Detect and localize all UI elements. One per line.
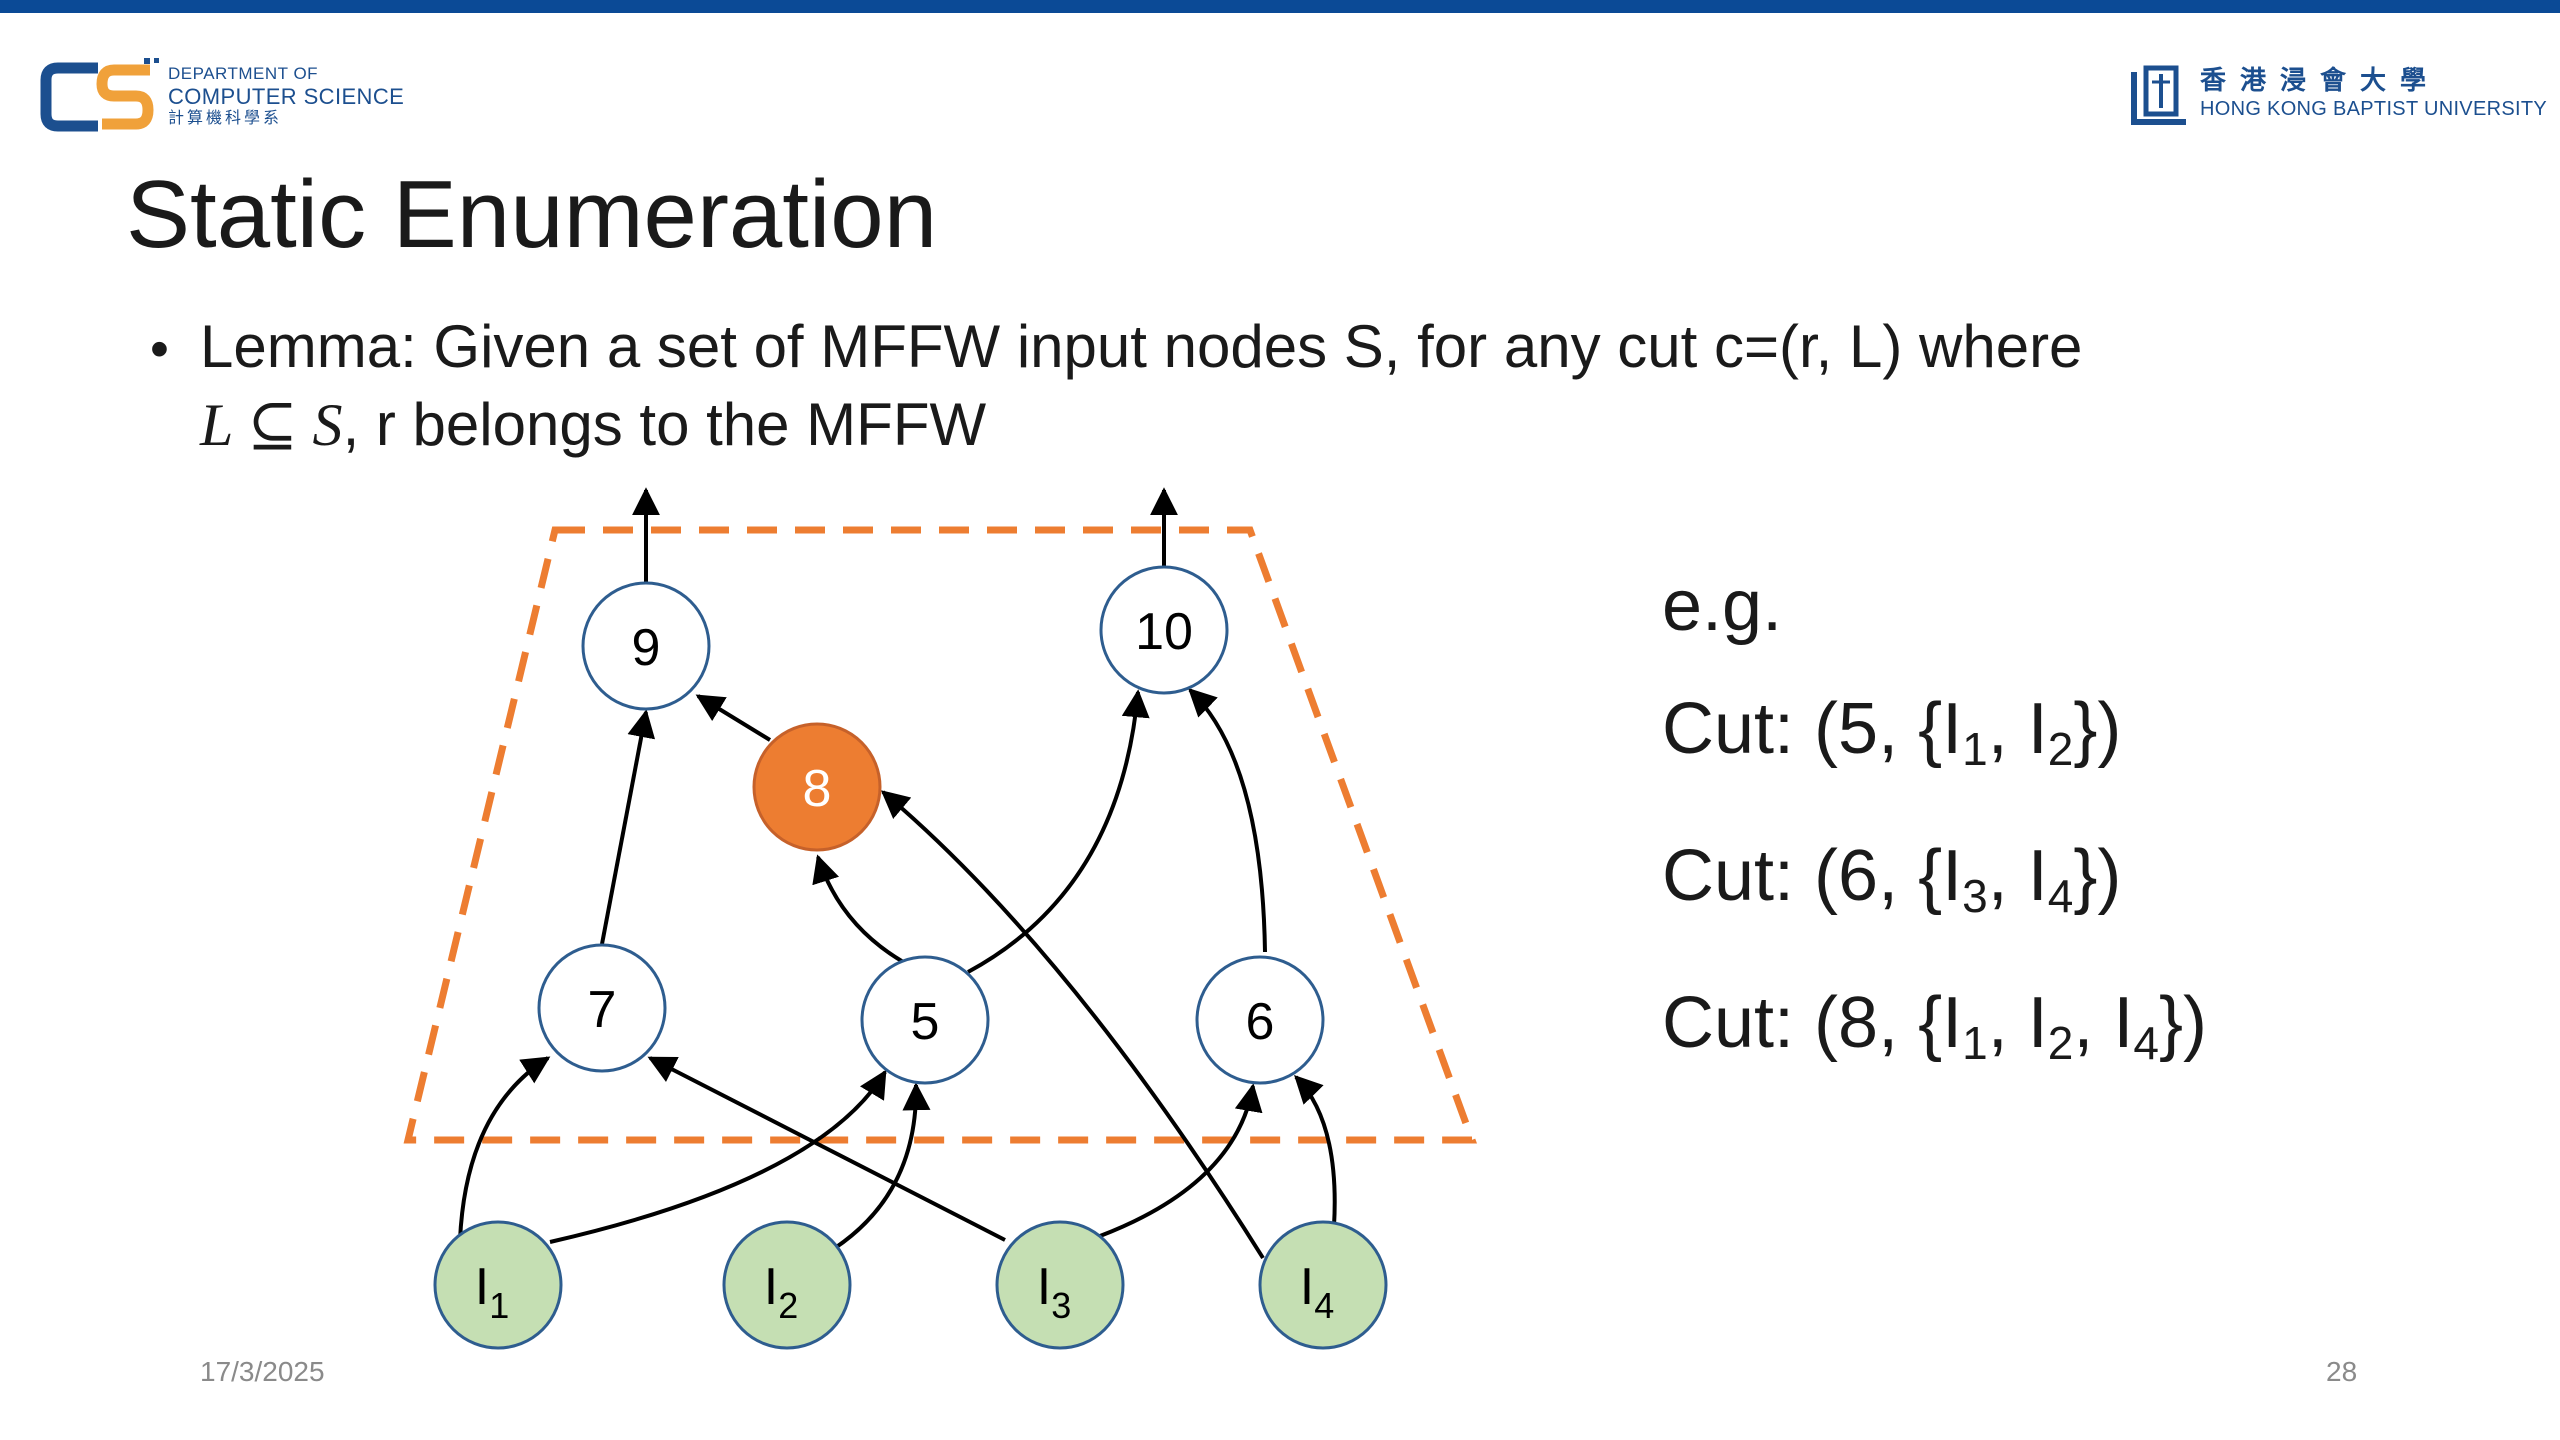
- dept-line-1: DEPARTMENT OF: [168, 64, 319, 83]
- cut-3-sub-1: 1: [1962, 1017, 1988, 1069]
- edge-5-10: [967, 689, 1150, 974]
- input-i3-sub: 3: [1051, 1285, 1071, 1326]
- uni-english-name: HONG KONG BAPTIST UNIVERSITY: [2200, 98, 2547, 121]
- cut-1-suffix: }): [2073, 689, 2122, 769]
- node-8: 8: [752, 722, 882, 852]
- dept-line-3: 計算機科學系: [168, 107, 283, 127]
- cut-2-suffix: }): [2073, 836, 2122, 916]
- edge-i2-5: [833, 1082, 931, 1250]
- edge-5-8: [812, 854, 919, 972]
- uni-chinese-name: 香港浸會大學: [2200, 66, 2441, 96]
- node-6: 6: [1195, 955, 1325, 1085]
- hkbu-logo-icon: [2131, 65, 2186, 125]
- input-i2-letter: I: [764, 1258, 778, 1316]
- input-node-i4: I4: [1258, 1220, 1388, 1350]
- slide-number: 28: [2326, 1356, 2358, 1387]
- lemma-text-line-1: Lemma: Given a set of MFFW input nodes S…: [200, 313, 2083, 380]
- input-node-i1: I1: [433, 1220, 563, 1350]
- cut-1-prefix: Cut: (5, {I: [1662, 689, 1963, 769]
- university-name: 香港浸會大學 HONG KONG BAPTIST UNIVERSITY: [2200, 66, 2547, 121]
- top-accent-bar: [0, 0, 2560, 13]
- svg-text:I3: I3: [1037, 1258, 1071, 1326]
- input-i1-letter: I: [475, 1258, 489, 1316]
- cs-department-logo-icon: [40, 58, 159, 132]
- cut-3-sub-3: 4: [2133, 1017, 2159, 1069]
- cut-1-sep-1: , I: [1987, 689, 2048, 769]
- input-i4-letter: I: [1300, 1258, 1314, 1316]
- node-8-label: 8: [803, 760, 832, 818]
- cut-2-sub-2: 4: [2047, 870, 2074, 922]
- edge-i3-6: [1099, 1083, 1263, 1238]
- edge-i1-5: [549, 1069, 887, 1244]
- svg-text:I4: I4: [1300, 1258, 1334, 1326]
- cut-3-suffix: }): [2158, 983, 2207, 1063]
- bullet-marker: •: [150, 319, 169, 379]
- footer-date: 17/3/2025: [200, 1356, 325, 1387]
- node-6-label: 6: [1246, 993, 1275, 1051]
- node-5-label: 5: [911, 993, 940, 1051]
- edge-i3-7: [647, 1056, 1006, 1242]
- svg-text:I2: I2: [764, 1258, 798, 1326]
- node-7: 7: [537, 943, 667, 1073]
- cut-example-2: Cut: (6, {I3, I4}): [1662, 835, 2121, 923]
- node-5: 5: [860, 955, 990, 1085]
- node-9-label: 9: [632, 619, 661, 677]
- edge-i4-8: [880, 790, 1265, 1260]
- cut-3-sep-2: , I: [2073, 983, 2134, 1063]
- cut-1-sub-2: 2: [2047, 723, 2074, 775]
- cut-3-sep-1: , I: [1987, 983, 2048, 1063]
- cut-3-prefix: Cut: (8, {I: [1662, 983, 1963, 1063]
- mffw-boundary: [403, 526, 1477, 1144]
- cut-1-sub-1: 1: [1962, 723, 1988, 775]
- example-label: e.g.: [1662, 566, 1783, 646]
- lemma-text-rest: , r belongs to the MFFW: [342, 391, 987, 458]
- input-i1-sub: 1: [489, 1285, 509, 1326]
- cut-example-3: Cut: (8, {I1, I2, I4}): [1662, 982, 2207, 1070]
- input-node-i2: I2: [722, 1220, 852, 1350]
- node-9: 9: [581, 581, 711, 711]
- edge-i4-6: [1294, 1074, 1337, 1227]
- lemma-math-subset: L ⊆ S: [200, 392, 343, 458]
- node-7-label: 7: [588, 981, 617, 1039]
- cut-2-sub-1: 3: [1962, 870, 1988, 922]
- cut-2-sep-1: , I: [1987, 836, 2048, 916]
- input-i3-letter: I: [1037, 1258, 1051, 1316]
- nodes: 9 10 8 7 5 6 I1 I2: [433, 565, 1388, 1350]
- cut-3-sub-2: 2: [2047, 1017, 2074, 1069]
- department-name: DEPARTMENT OF COMPUTER SCIENCE 計算機科學系: [168, 64, 404, 127]
- cut-2-prefix: Cut: (6, {I: [1662, 836, 1963, 916]
- edge-i1-7: [458, 1056, 551, 1241]
- slide-title: Static Enumeration: [126, 161, 938, 268]
- input-i4-sub: 4: [1314, 1285, 1334, 1326]
- dept-line-2: COMPUTER SCIENCE: [168, 83, 405, 109]
- node-10: 10: [1099, 565, 1229, 695]
- edge-6-10: [1187, 688, 1267, 953]
- edge-7-9: [600, 709, 656, 945]
- node-10-label: 10: [1135, 603, 1193, 661]
- input-node-i3: I3: [995, 1220, 1125, 1350]
- input-i2-sub: 2: [778, 1285, 798, 1326]
- edge-8-9: [695, 694, 772, 742]
- edges: [458, 487, 1337, 1260]
- cut-example-1: Cut: (5, {I1, I2}): [1662, 688, 2121, 776]
- lemma-text-line-2: L ⊆ S, r belongs to the MFFW: [200, 390, 986, 460]
- svg-text:I1: I1: [475, 1258, 509, 1326]
